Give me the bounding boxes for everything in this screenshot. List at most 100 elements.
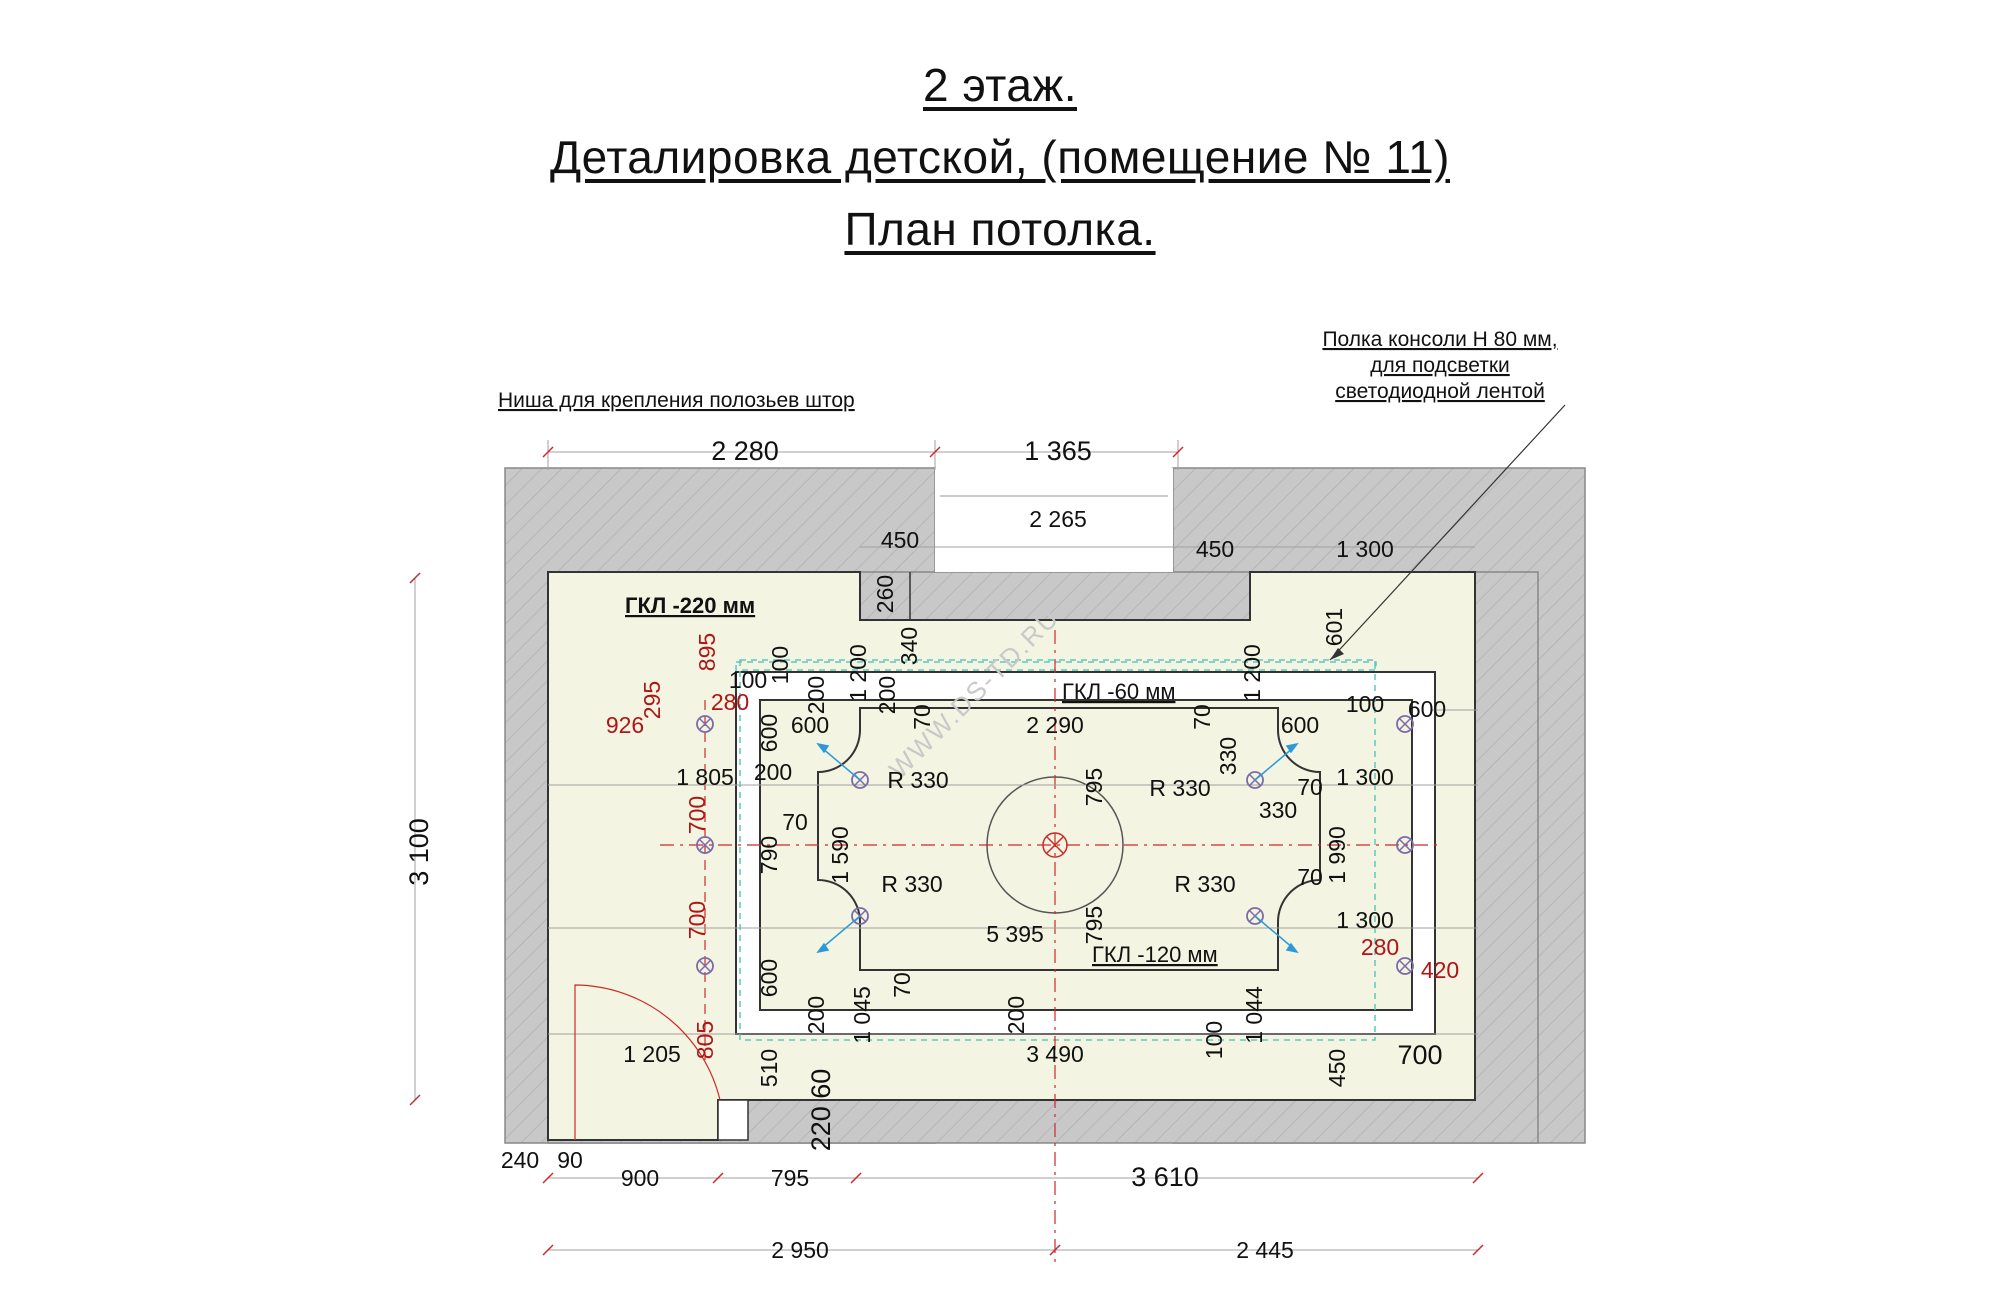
- title-floor: 2 этаж.: [922, 59, 1077, 111]
- dim-330-h: 330: [1259, 797, 1297, 823]
- dim-3490: 3 490: [1026, 1041, 1084, 1067]
- dim-100-a: 100: [729, 667, 767, 693]
- dim-260: 260: [872, 575, 898, 613]
- dim-left-450: 450: [881, 527, 919, 553]
- dim-1300-a: 1 300: [1336, 764, 1394, 790]
- dim-3100: 3 100: [404, 818, 434, 886]
- dim-top-1365: 1 365: [1024, 436, 1092, 466]
- light-fixture-icon: [696, 836, 714, 854]
- dimension-ticks: [409, 446, 1484, 1256]
- dimension-lines: [414, 440, 1478, 1251]
- dim-600-b: 600: [791, 712, 829, 738]
- dim-340: 340: [896, 627, 922, 665]
- dim-895: 895: [694, 633, 720, 671]
- light-fixture-icon: [1396, 715, 1414, 733]
- zone-label-gkl-120: ГКЛ -120 мм: [1092, 942, 1218, 967]
- dim-70-b: 70: [1189, 704, 1215, 730]
- dim-200-e: 200: [1003, 996, 1029, 1034]
- zone-label-gkl-220: ГКЛ -220 мм: [625, 593, 755, 618]
- dim-2950: 2 950: [771, 1237, 829, 1263]
- dim-100-b: 100: [767, 646, 793, 684]
- dim-1200-a: 1 200: [845, 644, 871, 702]
- dim-220-60: 220 60: [806, 1069, 836, 1152]
- dim-450-c: 450: [1324, 1049, 1350, 1087]
- dim-70-d: 70: [782, 809, 808, 835]
- dim-1205: 1 205: [623, 1041, 681, 1067]
- zone-label-gkl-60: ГКЛ -60 мм: [1062, 679, 1175, 704]
- dim-926: 926: [606, 712, 644, 738]
- dim-right-1300-top: 1 300: [1336, 536, 1394, 562]
- dim-795-a: 795: [1081, 768, 1107, 806]
- radius-330-a: R 330: [887, 767, 948, 793]
- dim-330-v: 330: [1215, 737, 1241, 775]
- light-fixture-icon: [696, 957, 714, 975]
- dim-200-c: 200: [754, 759, 792, 785]
- dim-1300-b: 1 300: [1336, 907, 1394, 933]
- dim-1200-b: 1 200: [1239, 644, 1265, 702]
- light-fixture-icon: [696, 715, 714, 733]
- dim-700-a: 700: [684, 796, 710, 834]
- dim-280-a: 280: [711, 689, 749, 715]
- dim-600-c: 600: [1281, 712, 1319, 738]
- dim-600-a: 600: [756, 714, 782, 752]
- note-console-line1: Полка консоли Н 80 мм,: [1322, 328, 1557, 351]
- dim-600-d: 600: [756, 959, 782, 997]
- panel-corner-ticks: [859, 708, 1279, 970]
- dim-200-a: 200: [803, 676, 829, 714]
- dim-900: 900: [621, 1165, 659, 1191]
- dim-601: 601: [1321, 608, 1347, 646]
- door-jamb: [717, 1099, 749, 1141]
- dim-2290: 2 290: [1026, 712, 1084, 738]
- note-curtain-niche: Ниша для крепления полозьев штор: [498, 389, 855, 412]
- note-console-line3: светодиодной лентой: [1335, 380, 1545, 403]
- dim-510: 510: [756, 1049, 782, 1087]
- dim-795-c: 795: [771, 1165, 809, 1191]
- dim-1990: 1 990: [1324, 826, 1350, 884]
- dim-5395: 5 395: [986, 921, 1044, 947]
- radius-arrows: [816, 742, 1299, 954]
- dim-1805: 1 805: [676, 764, 734, 790]
- dim-200-d: 200: [803, 996, 829, 1034]
- led-dashed-top: [735, 661, 1377, 671]
- dim-70-e: 70: [1297, 864, 1323, 890]
- dim-90: 90: [557, 1147, 583, 1173]
- dim-70-a: 70: [909, 704, 935, 730]
- dim-420: 420: [1421, 957, 1459, 983]
- dim-70-f: 70: [889, 972, 915, 998]
- radius-330-b: R 330: [1149, 775, 1210, 801]
- ceiling-gkl-120-panel: [817, 707, 1321, 971]
- light-fixture-icon: [1396, 836, 1414, 854]
- dim-window-2265: 2 265: [1029, 506, 1087, 532]
- note-console-line2: для подсветки: [1370, 354, 1510, 377]
- dim-795-b: 795: [1081, 906, 1107, 944]
- dim-1590: 1 590: [827, 826, 853, 884]
- led-dashed-contour: [739, 659, 1376, 1041]
- radius-330-d: R 330: [1174, 871, 1235, 897]
- dim-790: 790: [756, 836, 782, 874]
- dim-240: 240: [501, 1147, 539, 1173]
- dim-3610: 3 610: [1131, 1162, 1199, 1192]
- dim-70-c: 70: [1297, 774, 1323, 800]
- light-fixture-icon: [1396, 957, 1414, 975]
- dim-600-right: 600: [1408, 696, 1446, 722]
- dim-1045: 1 045: [849, 986, 875, 1044]
- dim-700-b: 700: [684, 901, 710, 939]
- dim-805: 805: [692, 1021, 718, 1059]
- dim-280-b: 280: [1361, 934, 1399, 960]
- dim-100-d: 100: [1201, 1021, 1227, 1059]
- title-room: Деталировка детской, (помещение № 11): [549, 131, 1450, 183]
- dim-100-c: 100: [1346, 691, 1384, 717]
- radius-330-c: R 330: [881, 871, 942, 897]
- niche-left: [859, 572, 911, 621]
- dim-200-b: 200: [874, 676, 900, 714]
- console-leader-line: [1329, 404, 1566, 661]
- window-opening: [935, 468, 1173, 572]
- console-leader-arrow: [1330, 648, 1344, 660]
- dim-700-c: 700: [1397, 1040, 1442, 1070]
- dim-295: 295: [639, 681, 665, 719]
- dim-top-2280: 2 280: [711, 436, 779, 466]
- door-swing: [574, 984, 721, 1140]
- dim-1044: 1 044: [1241, 986, 1267, 1044]
- dim-right-450: 450: [1196, 536, 1234, 562]
